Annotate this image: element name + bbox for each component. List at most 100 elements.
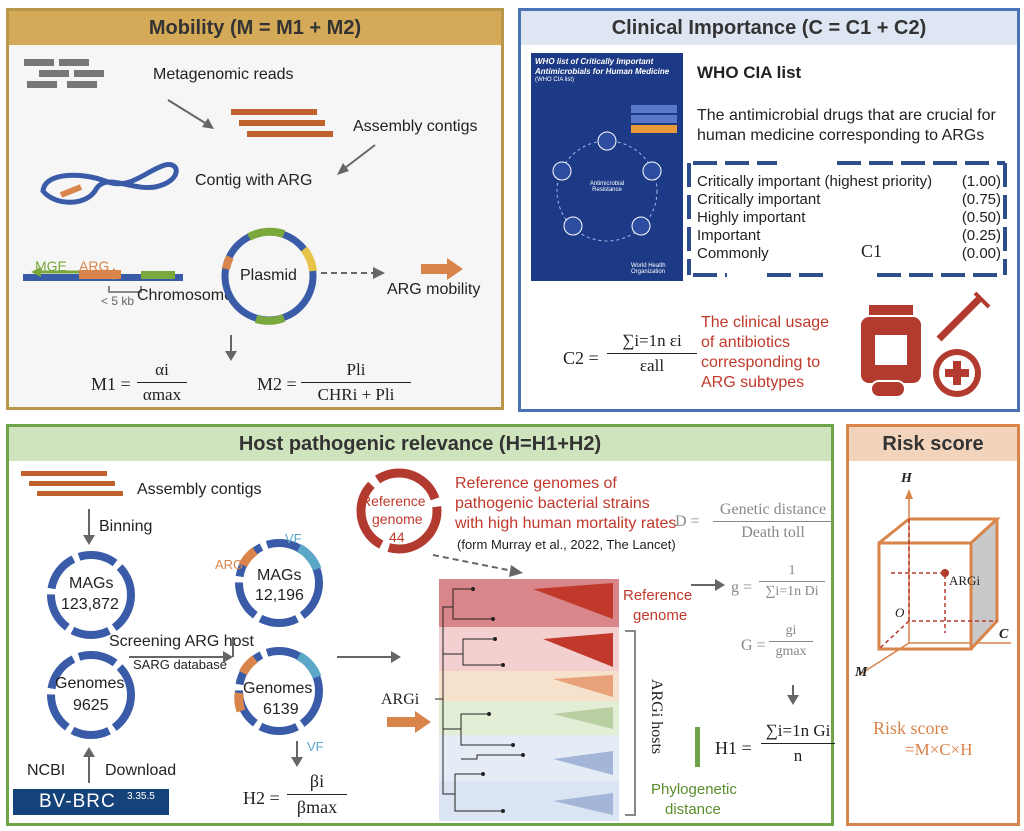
genomes-label: Genomes [55,675,125,692]
phylo-line2: distance [665,801,721,818]
clinical-panel: Clinical Importance (C = C1 + C2) WHO li… [518,8,1020,412]
cia-level-row: Critically important (highest priority)(… [697,173,1001,190]
clinical-desc-line1: The antimicrobial drugs that are crucial… [697,107,996,124]
h2-down-arrow [291,741,303,767]
m1-fraction: αi αmax [137,360,187,405]
chromosome-graphic [23,267,183,293]
risk-panel: Risk score H C M O ARGi Risk score =M×C×… [846,424,1020,826]
ncbi-label: NCBI [27,762,66,779]
reference-genome-ring [356,468,442,554]
cia-levels-list: Critically important (highest priority)(… [697,173,1001,263]
origin-label: O [895,605,905,620]
h1-lhs: H1 = [715,738,752,758]
cia-level-row: Important(0.25) [697,227,1001,244]
d-fraction: Genetic distance Death toll [713,501,833,542]
g-lhs: g = [731,579,753,596]
hosts-bracket [625,630,636,816]
arg-mobility-label: ARG mobility [387,281,481,298]
poster-graphic [552,105,677,242]
risk-score-formula: =M×C×H [905,740,973,759]
plasmid-graphic [221,227,317,325]
genomes2-count: 6139 [263,701,299,718]
phylo-tree [433,579,619,821]
host-panel: Host pathogenic relevance (H=H1+H2) Asse… [6,424,835,826]
metagenomic-reads-label: Metagenomic reads [153,66,294,83]
mags2-count: 12,196 [255,587,304,604]
ref-side-line2: genome [633,607,688,624]
c2-lhs: C2 = [563,348,599,368]
d-lhs: D = [675,513,700,530]
usage-line4: ARG subtypes [701,374,805,391]
cia-level-row: Critically important(0.75) [697,191,1001,208]
phylo-distance-bar [695,727,700,767]
assembly-contigs-graphic [231,109,333,137]
cia-level-row: Highly important(0.50) [697,209,1001,226]
c2-fraction: ∑i=1n εi εall [607,331,697,376]
poster-org: World Health Organization [631,263,666,275]
phylo-line1: Phylogenetic [651,781,737,798]
who-cia-heading: WHO CIA list [697,63,802,82]
h1-numerator: ∑i=1n Gi [765,721,831,740]
h2-numerator: βi [309,771,325,791]
axis-h: H [901,471,912,486]
download-arrow [83,747,95,783]
G-numerator: gi [785,623,797,638]
m2-numerator: Pli [346,360,366,379]
assembly-contigs-label: Assembly contigs [353,118,478,135]
c1-dashed-box [687,161,1007,277]
screening-arrows [129,637,234,663]
ref-desc-line3: with high human mortality rates [455,515,677,532]
poster-center: Antimicrobial Resistance [589,181,625,193]
arg-hosts-label: ARGi hosts [648,679,665,755]
metagenomic-reads-graphic [24,59,104,88]
argi-label: ARGi [381,691,420,708]
binning-arrow [83,509,95,545]
mags2-arg-tag: ARG [215,557,244,572]
ref-to-tree-arrow [432,554,523,577]
arg-label: ARG [79,258,110,274]
point-label: ARGi [949,573,981,588]
g-fraction: 1 ∑i=1n Di [759,563,825,600]
contig-with-arg-graphic [40,162,179,205]
G-denominator: gmax [775,644,807,659]
g-numerator: 1 [788,563,796,578]
ref-desc-line1: Reference genomes of [455,475,617,492]
lt5kb-label: < 5 kb [101,294,135,308]
c1-label: C1 [861,241,883,261]
usage-line3: corresponding to [701,354,821,371]
chromosome-label: Chromosome [137,287,234,304]
G-fraction: gi gmax [769,623,813,660]
poster-title: WHO list of Critically Important Antimic… [535,57,670,76]
bvbrc-name: BV-BRC [39,791,116,812]
mags-label: MAGs [69,575,114,592]
argi-arrow [387,711,431,733]
usage-line1: The clinical usage [701,314,830,331]
risk-title: Risk score [849,427,1017,461]
risk-score-label: Risk score [873,718,949,738]
risk-cube [858,489,1011,676]
c2-denominator: εall [639,356,665,375]
screening-label: Screening ARG host [109,633,254,650]
h2-denominator: βmax [296,797,338,817]
bvbrc-logo: BV-BRC 3.35.5 [13,789,169,815]
m2-denominator: CHRi + Pli [317,385,395,404]
genomes-count: 9625 [73,697,109,714]
arg-mobility-arrow [421,258,463,280]
mags-count: 123,872 [61,596,119,613]
h2-lhs: H2 = [243,788,280,808]
genomes2-ring [234,647,323,735]
download-label: Download [105,762,177,779]
mags2-vf-tag: VF [285,531,302,546]
to-tree-arrow [337,651,401,663]
binning-label: Binning [99,518,153,535]
m1-numerator: αi [155,360,169,379]
plasmid-to-mobility-arrow [321,267,385,279]
d-numerator: Genetic distance [719,501,827,518]
d-denominator: Death toll [741,524,805,541]
m2-fraction: Pli CHRi + Pli [301,360,411,405]
host-contigs-label: Assembly contigs [137,481,262,498]
mge-label: MGE [35,258,67,274]
ref-side-line1: Reference [623,587,693,604]
plasmid-down-arrow [225,335,237,361]
clinical-desc-line2: human medicine corresponding to ARGs [697,127,985,144]
